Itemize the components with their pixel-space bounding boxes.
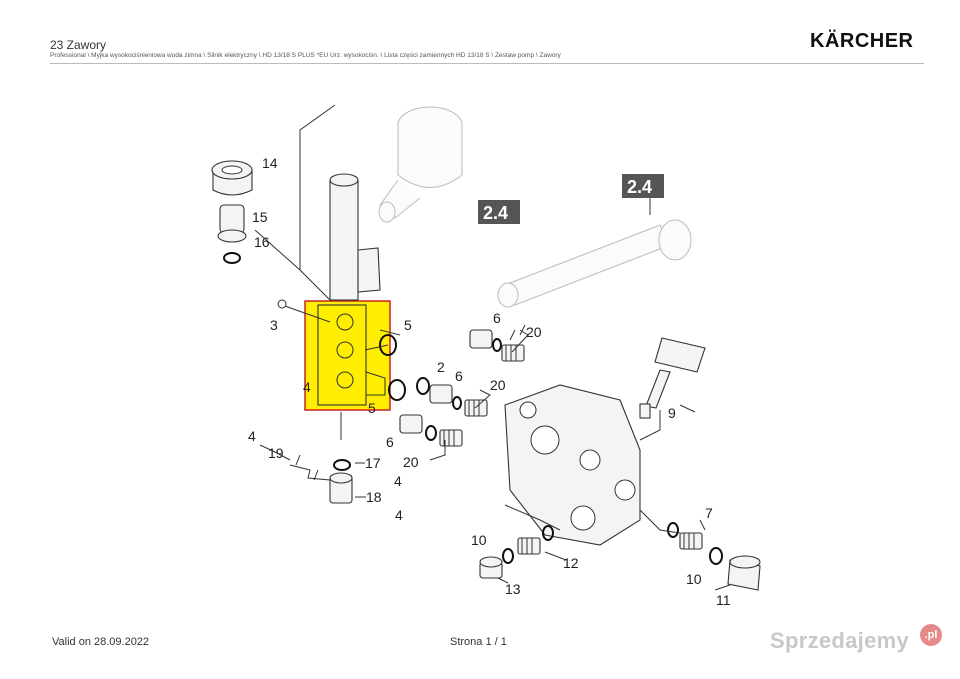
oring-12b [542,525,554,541]
part-pin-3 [277,299,331,323]
label-5a: 5 [404,317,412,333]
ghost-pipe [497,219,692,308]
label-4b: 4 [248,428,256,444]
label-4d: 4 [395,507,403,523]
ref-box-label: 2.4 [483,203,508,223]
part-valve-body [317,173,386,406]
part-valve-seat-6b [429,384,462,410]
valid-date: Valid on 28.09.2022 [52,636,150,648]
label-18: 18 [366,489,382,505]
ghost-filter-housing [378,106,463,223]
label-20b: 20 [490,377,506,393]
label-2: 2 [437,359,445,375]
oring-2 [416,377,430,395]
part-labels: 14 15 16 3 5 4 5 6 20 2 6 20 9 6 20 4 19… [248,155,731,608]
label-6b: 6 [455,368,463,384]
page-number: Strona 1 / 1 [450,636,507,648]
label-20a: 20 [526,324,542,340]
oring-5a [379,334,397,356]
label-10b: 10 [686,571,702,587]
label-6c: 6 [386,434,394,450]
label-13: 13 [505,581,521,597]
part-nipple-15 [217,204,247,243]
part-clip-19 [289,454,331,481]
part-pump-head [504,384,641,546]
label-9: 9 [668,405,676,421]
label-11: 11 [716,592,731,608]
label-20c: 20 [403,454,419,470]
part-valve-seat-6c [399,414,437,441]
label-10a: 10 [471,532,487,548]
oring-10b [709,547,723,565]
part-valve-20b [464,399,488,417]
part-nut-14 [211,160,253,196]
header-divider [50,63,924,64]
part-screw-13 [479,556,503,579]
label-12: 12 [563,555,579,571]
oring-10a [502,548,514,564]
oring-16 [223,252,241,264]
ref-box-label: 2.4 [627,177,652,197]
label-6a: 6 [493,310,501,326]
label-15: 15 [252,209,268,225]
watermark-text: Sprzedajemy [770,628,910,653]
label-5b: 5 [368,400,376,416]
highlight-box [304,300,391,411]
label-3: 3 [270,317,278,333]
oring-7 [667,522,679,538]
part-valve-18 [329,472,353,504]
label-7: 7 [705,505,713,521]
label-4c: 4 [394,473,402,489]
part-plug-11 [727,555,761,591]
part-valve-12 [517,537,541,555]
part-valve-20c [439,429,463,447]
breadcrumb: Professional \ Myjka wysokociśnieniowa w… [50,52,561,59]
part-valve-20a [501,344,525,362]
karcher-logo: KÄRCHER [810,30,914,52]
label-14: 14 [262,155,278,171]
ref-box-2-4-a: 2.4 [478,200,520,224]
ref-box-2-4-b: 2.4 [622,174,664,198]
oring-17 [333,459,351,471]
label-19: 19 [268,445,284,461]
label-16: 16 [254,234,270,250]
part-plug-9 [639,337,706,419]
label-4a: 4 [303,379,311,395]
part-valve-7 [679,532,703,550]
page-title: 23 Zawory [50,38,107,52]
part-valve-seat-6a [469,329,502,352]
label-17: 17 [365,455,381,471]
watermark-badge: .pl [920,624,942,646]
oring-5b [388,379,406,401]
